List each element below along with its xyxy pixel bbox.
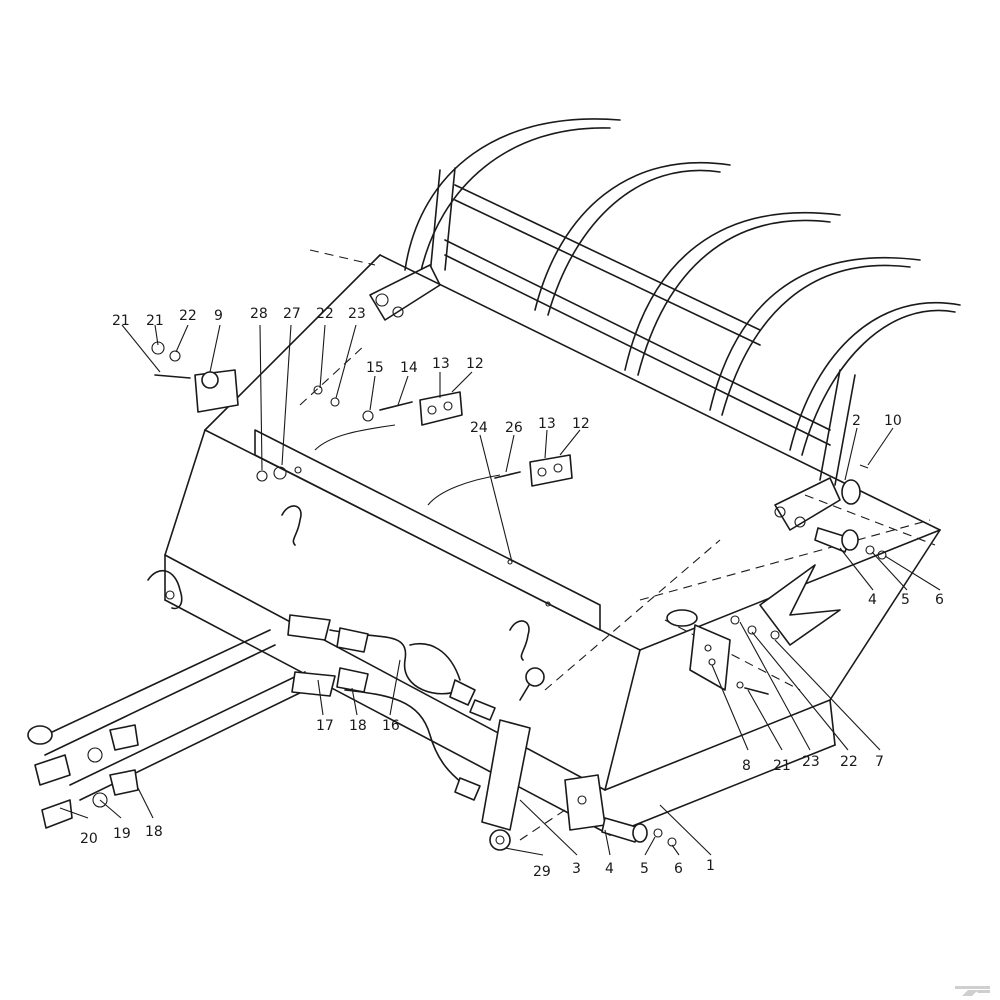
grab-pivot-bracket-left [369,264,441,321]
callout-23-top: 23 [348,306,366,322]
bucket-body [147,254,941,836]
callout-16: 16 [382,718,400,734]
callout-22-mid: 22 [316,306,334,322]
hinge-bracket [666,609,731,691]
k-logo-icon [955,986,990,996]
callout-14: 14 [400,360,418,376]
callout-8: 8 [742,758,751,774]
hydraulic-hoses [34,614,496,801]
callout-7: 7 [875,754,884,770]
grab-pivot-bracket-right [774,477,841,531]
callout-labels: 21 21 22 9 28 27 22 23 15 14 13 12 24 26… [80,306,944,880]
callout-26: 26 [505,420,523,436]
callout-6-right: 6 [935,592,944,608]
leader-lines [59,324,941,856]
hydraulic-cylinder [481,667,545,851]
callout-4-right: 4 [868,592,877,608]
callout-12-left: 12 [466,356,484,372]
cutting-plate [759,564,841,646]
upper-bracket [151,341,340,482]
grab-tines [404,118,961,486]
callout-29: 29 [533,864,551,880]
callout-15: 15 [366,360,384,376]
hose-clamps [362,391,573,487]
quick-couplers [27,724,139,829]
callout-24: 24 [470,420,488,436]
small-fasteners [730,615,769,695]
callout-20: 20 [80,831,98,847]
callout-18-mid: 18 [349,718,367,734]
callout-9: 9 [214,308,223,324]
callout-23-right: 23 [802,754,820,770]
pivot-pin-right [814,464,887,560]
callout-21-top: 21 [146,313,164,329]
callout-5-bottom: 5 [640,861,649,877]
callout-21-left: 21 [112,313,130,329]
callout-2: 2 [852,413,861,429]
callout-17: 17 [316,718,334,734]
callout-27: 27 [283,306,301,322]
callout-1: 1 [706,858,715,874]
callout-12-right: 12 [572,416,590,432]
callout-10: 10 [884,413,902,429]
callout-22-right: 22 [840,754,858,770]
callout-28: 28 [250,306,268,322]
callout-18-left: 18 [145,824,163,840]
callout-19: 19 [113,826,131,842]
callout-13-right: 13 [538,416,556,432]
pivot-pin-lower [564,774,677,847]
callout-3: 3 [572,861,581,877]
callout-13-left: 13 [432,356,450,372]
callout-5-right: 5 [901,592,910,608]
callout-6-bottom: 6 [674,861,683,877]
callout-22-top: 22 [179,308,197,324]
callout-21-right: 21 [773,758,791,774]
callout-4-bottom: 4 [605,861,614,877]
